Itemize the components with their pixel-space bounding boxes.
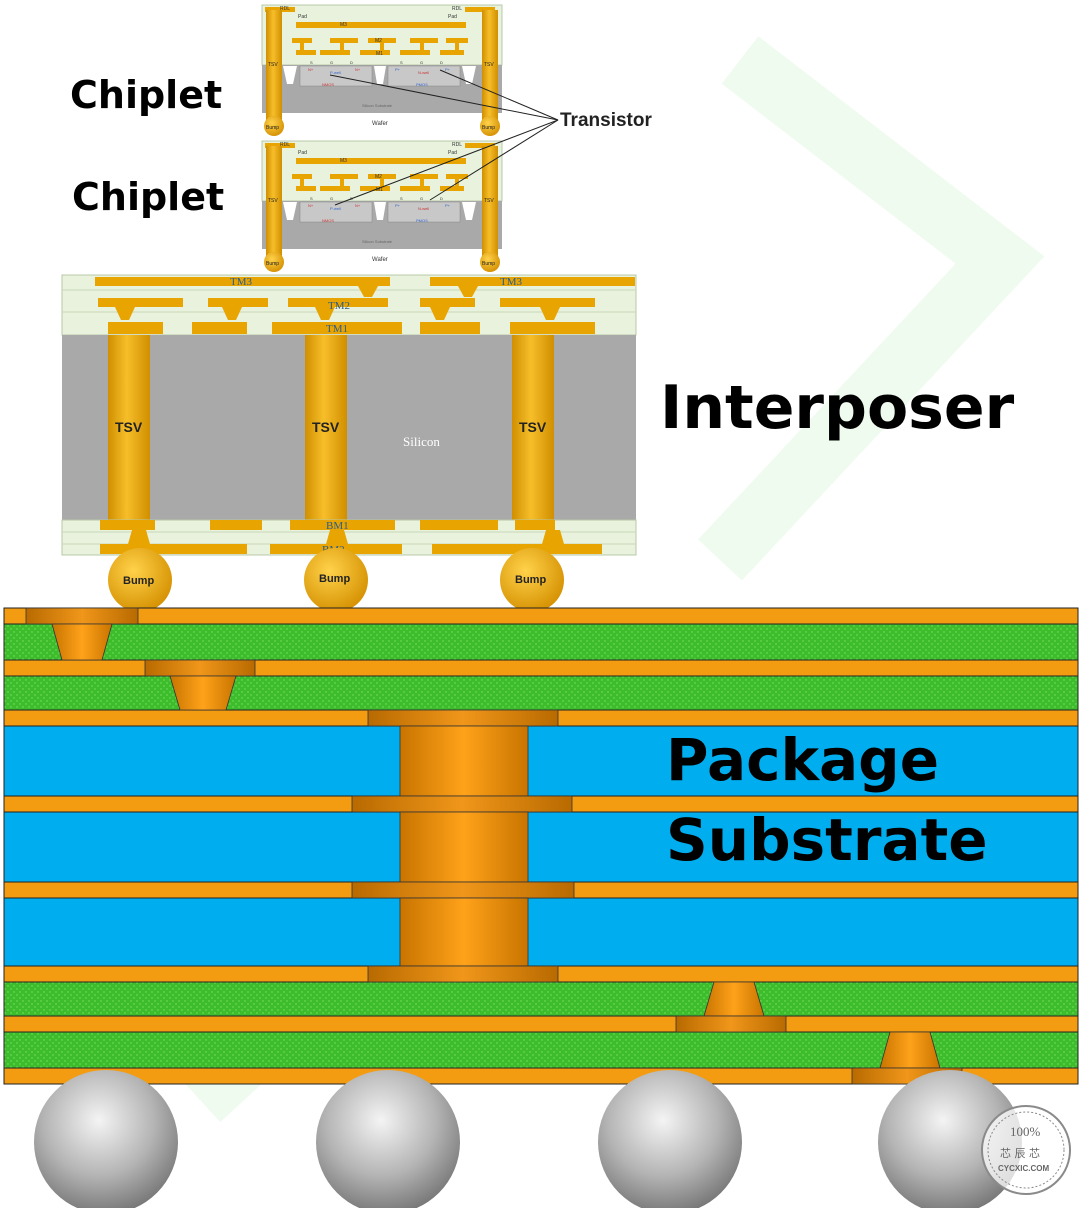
- g-label: G: [420, 60, 423, 65]
- chiplet-tsv-label: TSV: [484, 198, 494, 204]
- watermark-site: CYCXIC.COM: [998, 1164, 1049, 1173]
- chiplet-bump: [480, 252, 500, 272]
- tsv-label-3: TSV: [519, 419, 547, 435]
- chiplet-tsv-label: TSV: [268, 62, 278, 68]
- tsv-label-2: TSV: [312, 419, 340, 435]
- silicon-label: Silicon: [403, 434, 440, 449]
- pmos-label: PMOS: [416, 218, 428, 223]
- bga-balls: [34, 1070, 1022, 1208]
- p-well-label: P-well: [330, 70, 341, 75]
- transistor-callout: Transistor: [329, 69, 652, 206]
- s-label: S: [400, 60, 403, 65]
- pad-label: Pad: [298, 150, 307, 156]
- silicon-substrate-label: Silicon Substrate: [362, 239, 393, 244]
- rdl-label: RDL: [280, 6, 290, 12]
- chiplet-bump-label: Bump: [266, 125, 279, 131]
- watermark-percent: 100%: [1010, 1124, 1041, 1139]
- chiplet-bump: [480, 116, 500, 136]
- interposer-tsv-3: [512, 335, 554, 520]
- transistor-label: Transistor: [560, 110, 652, 131]
- interposer-tsv-2: [305, 335, 347, 520]
- m3-label: M3: [340, 22, 347, 28]
- chiplet-1: [261, 4, 503, 136]
- n-plus-label: N+: [355, 67, 361, 72]
- wafer-label: Wafer: [372, 257, 388, 263]
- n-plus-label: N+: [355, 203, 361, 208]
- package-label: Package: [666, 726, 939, 794]
- pad-label: Pad: [448, 150, 457, 156]
- bm1-label: BM1: [326, 520, 349, 532]
- n-plus-label: N+: [308, 67, 314, 72]
- watermark-stamp: 100% 芯 辰 芯 CYCXIC.COM: [981, 1105, 1071, 1195]
- bump-label-1: Bump: [123, 575, 154, 587]
- interposer-bump-1: [108, 548, 172, 612]
- p-plus-label: P+: [395, 67, 401, 72]
- d-label: D: [440, 60, 443, 65]
- bump-label-2: Bump: [319, 573, 350, 585]
- m3-label: M3: [340, 158, 347, 164]
- m1-label: M1: [376, 51, 383, 57]
- bga-ball-4: [878, 1070, 1022, 1208]
- interposer-tsv-1: [108, 335, 150, 520]
- silicon-substrate-label: Silicon Substrate: [362, 103, 393, 108]
- p-plus-label: P+: [445, 203, 451, 208]
- watermark-chinese: 芯 辰 芯: [1000, 1146, 1040, 1160]
- rdl-label: RDL: [452, 6, 462, 12]
- pad-label: Pad: [448, 14, 457, 20]
- g-label: G: [330, 60, 333, 65]
- bga-ball-3: [598, 1070, 742, 1208]
- tm3-label-right: TM3: [500, 276, 523, 288]
- tm3-label-left: TM3: [230, 276, 253, 288]
- tm1-label: TM1: [326, 323, 348, 335]
- chiplet-2: [261, 140, 503, 272]
- interposer: TM3 TM3 TM2 TM1 Silicon TSV TSV TSV BM1 …: [61, 274, 637, 612]
- s-label: S: [400, 196, 403, 201]
- chiplet-bump-label: Bump: [482, 125, 495, 131]
- chiplet-bump-label: Bump: [482, 261, 495, 267]
- s-label: S: [310, 196, 313, 201]
- interposer-bump-2: [304, 548, 368, 612]
- m2-label: M2: [375, 174, 382, 180]
- p-well-label: P-well: [330, 206, 341, 211]
- chiplet-label-bottom: Chiplet: [72, 175, 224, 219]
- p-plus-label: P+: [395, 203, 401, 208]
- bump-label-3: Bump: [515, 574, 546, 586]
- chiplet-tsv-label: TSV: [484, 62, 494, 68]
- chiplet-bump: [264, 252, 284, 272]
- nmos-label: NMOS: [322, 82, 334, 87]
- interposer-bump-3: [500, 548, 564, 612]
- m1-label: M1: [376, 187, 383, 193]
- s-label: S: [310, 60, 313, 65]
- package-substrate: [3, 607, 1079, 1085]
- bga-ball-2: [316, 1070, 460, 1208]
- chiplet-bump-label: Bump: [266, 261, 279, 267]
- pad-label: Pad: [298, 14, 307, 20]
- n-well-label: N-well: [418, 70, 429, 75]
- chiplet-label-top: Chiplet: [70, 73, 222, 117]
- g-label: G: [420, 196, 423, 201]
- tsv-label-1: TSV: [115, 419, 143, 435]
- d-label: D: [440, 196, 443, 201]
- interposer-label: Interposer: [660, 373, 1015, 443]
- chiplet-bump: [264, 116, 284, 136]
- substrate-label: Substrate: [666, 806, 988, 874]
- pmos-label: PMOS: [416, 82, 428, 87]
- tm2-label: TM2: [328, 300, 350, 312]
- bga-ball-1: [34, 1070, 178, 1208]
- n-plus-label: N+: [308, 203, 314, 208]
- m2-label: M2: [375, 38, 382, 44]
- d-label: D: [350, 60, 353, 65]
- n-well-label: N-well: [418, 206, 429, 211]
- chiplet-tsv-label: TSV: [268, 198, 278, 204]
- rdl-label: RDL: [452, 142, 462, 148]
- wafer-label: Wafer: [372, 121, 388, 127]
- g-label: G: [330, 196, 333, 201]
- nmos-label: NMOS: [322, 218, 334, 223]
- rdl-label: RDL: [280, 142, 290, 148]
- p-plus-label: P+: [445, 67, 451, 72]
